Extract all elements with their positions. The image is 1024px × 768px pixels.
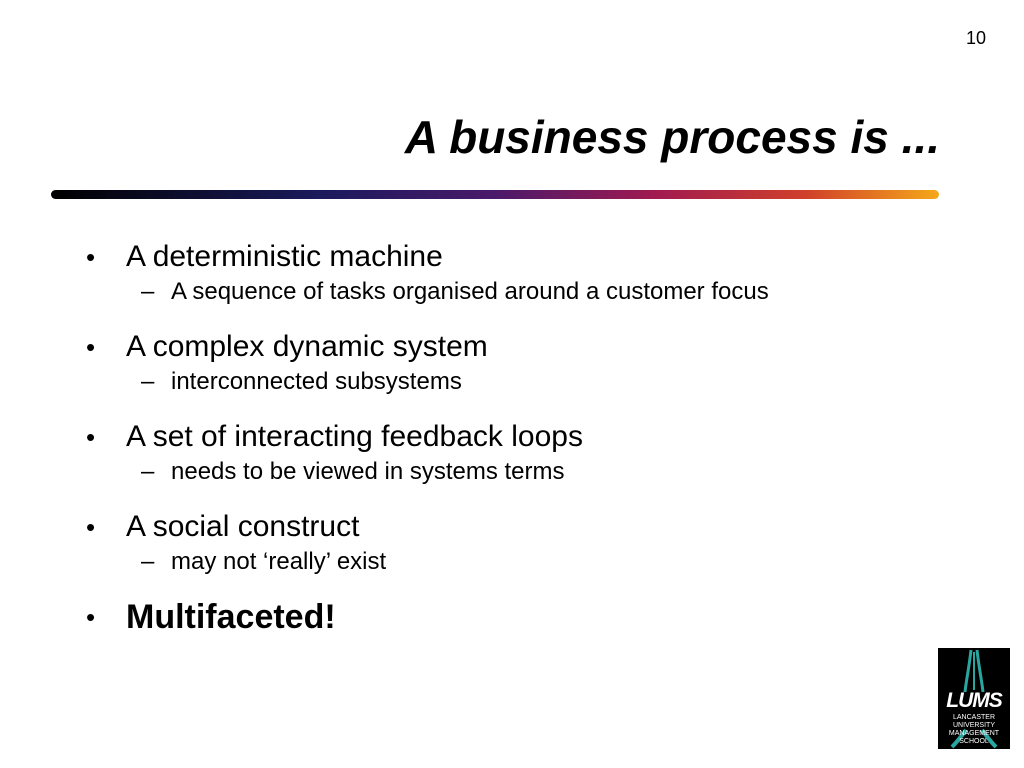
lums-logo: LUMS LANCASTER UNIVERSITY MANAGEMENT SCH… <box>938 648 1010 749</box>
logo-subtitle: LANCASTER UNIVERSITY MANAGEMENT SCHOOL <box>938 714 1010 746</box>
bullet-item-emphasis: • Multifaceted! <box>0 597 1024 637</box>
bullet-item: • A social construct <box>0 507 1024 547</box>
bullet-text: A complex dynamic system <box>126 330 488 363</box>
title-underline-rule <box>51 190 939 199</box>
logo-subtitle-line: LANCASTER UNIVERSITY <box>952 714 995 729</box>
bullet-text: A deterministic machine <box>126 240 443 273</box>
dash-marker: – <box>141 458 155 485</box>
dash-marker: – <box>141 548 155 575</box>
bullet-text: A set of interacting feedback loops <box>126 420 583 453</box>
sub-bullet-item: – interconnected subsystems <box>0 367 1024 397</box>
bullet-marker: • <box>86 512 96 542</box>
dash-marker: – <box>141 368 155 395</box>
bullet-marker: • <box>86 602 96 632</box>
sub-bullet-item: – A sequence of tasks organised around a… <box>0 277 1024 307</box>
slide-title: A business process is ... <box>404 111 940 163</box>
logo-subtitle-line: MANAGEMENT SCHOOL <box>948 730 1000 745</box>
sub-bullet-text: may not ‘really’ exist <box>171 548 387 575</box>
logo-wordmark: LUMS <box>946 689 1003 712</box>
bullet-marker: • <box>86 242 96 272</box>
bullet-marker: • <box>86 422 96 452</box>
bullet-item: • A deterministic machine <box>0 237 1024 277</box>
sub-bullet-text: interconnected subsystems <box>171 368 462 395</box>
bullet-text: A social construct <box>126 510 360 543</box>
sub-bullet-item: – needs to be viewed in systems terms <box>0 457 1024 487</box>
dash-marker: – <box>141 278 155 305</box>
bullet-marker: • <box>86 332 96 362</box>
slide-number: 10 <box>965 28 986 48</box>
sub-bullet-text: A sequence of tasks organised around a c… <box>171 278 769 305</box>
sub-bullet-text: needs to be viewed in systems terms <box>171 458 565 485</box>
sub-bullet-item: – may not ‘really’ exist <box>0 547 1024 577</box>
bullet-item: • A complex dynamic system <box>0 327 1024 367</box>
bullet-item: • A set of interacting feedback loops <box>0 417 1024 457</box>
bullet-list: • A deterministic machine – A sequence o… <box>0 237 1024 637</box>
logo-emblem-icon <box>950 649 998 749</box>
bullet-text: Multifaceted! <box>126 598 336 636</box>
